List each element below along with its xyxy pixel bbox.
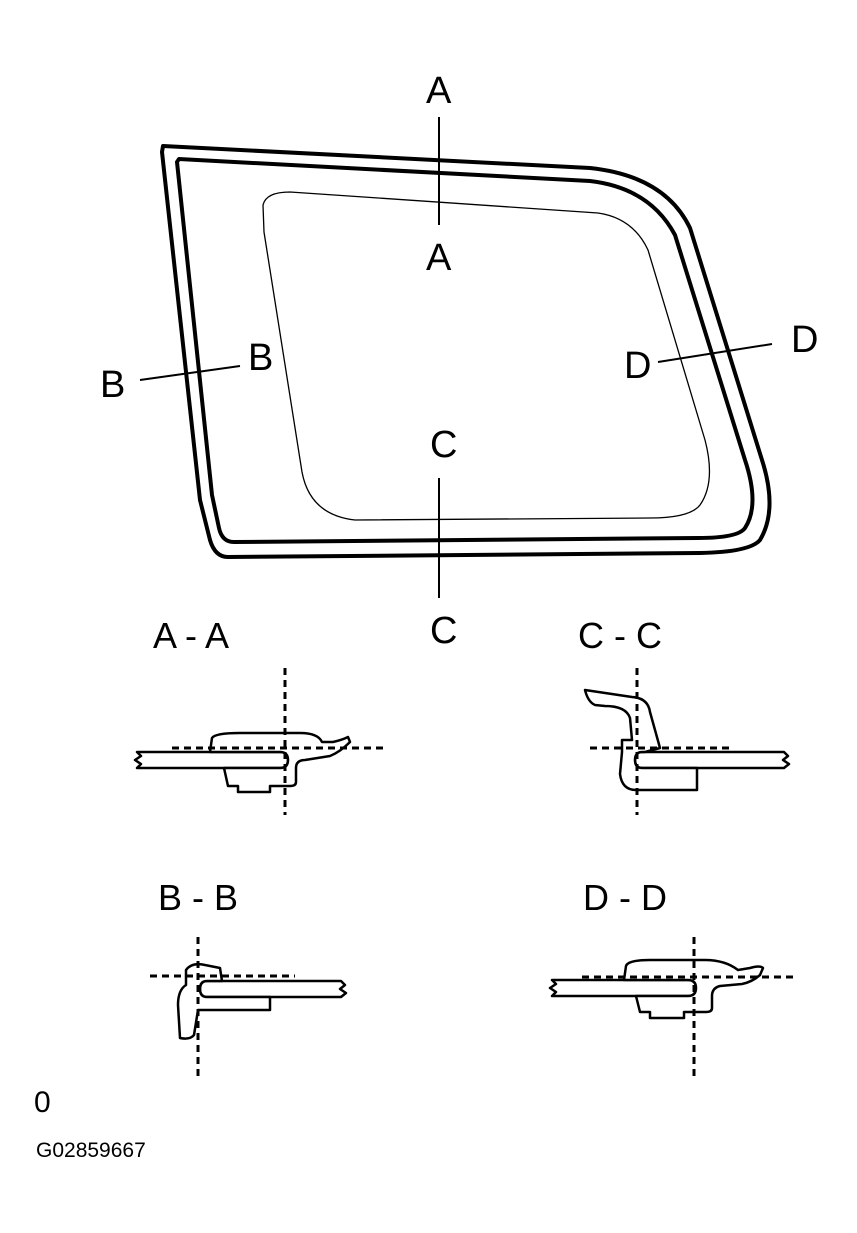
glass-pane	[133, 750, 290, 770]
callout-d-outer: D	[791, 319, 818, 361]
callout-c-bottom: C	[430, 610, 457, 652]
glass-pane	[548, 978, 698, 998]
quarter-glass-outline	[160, 144, 772, 559]
callout-a-inner: A	[426, 237, 452, 279]
section-title-dd: D - D	[583, 877, 667, 918]
moulding-body	[176, 962, 272, 1040]
footer-marker: 0	[34, 1086, 51, 1119]
glass-pane	[633, 750, 791, 770]
callout-d-inner: D	[624, 345, 651, 387]
moulding-body	[622, 958, 765, 1020]
section-cc-detail	[583, 668, 791, 815]
section-title-bb: B - B	[158, 877, 238, 918]
section-title-cc: C - C	[578, 615, 662, 656]
callout-a-top: A	[426, 70, 452, 112]
callout-b-outer: B	[100, 364, 125, 406]
glass-pane	[198, 979, 348, 999]
section-dd-detail	[548, 937, 797, 1080]
leader-d	[657, 343, 773, 363]
glass-outer-edge	[160, 144, 772, 559]
moulding-body	[583, 688, 699, 792]
callout-leaders	[139, 117, 773, 598]
figure-code: G02859667	[36, 1139, 146, 1162]
section-aa-detail	[133, 668, 385, 815]
section-title-aa: A - A	[153, 615, 229, 656]
callout-b-inner: B	[248, 337, 273, 379]
leader-b	[139, 365, 241, 381]
glass-inner-edge	[175, 157, 755, 544]
callout-c-inner: C	[430, 424, 457, 466]
glass-ceramic-border	[262, 191, 711, 521]
section-bb-detail	[150, 937, 348, 1080]
